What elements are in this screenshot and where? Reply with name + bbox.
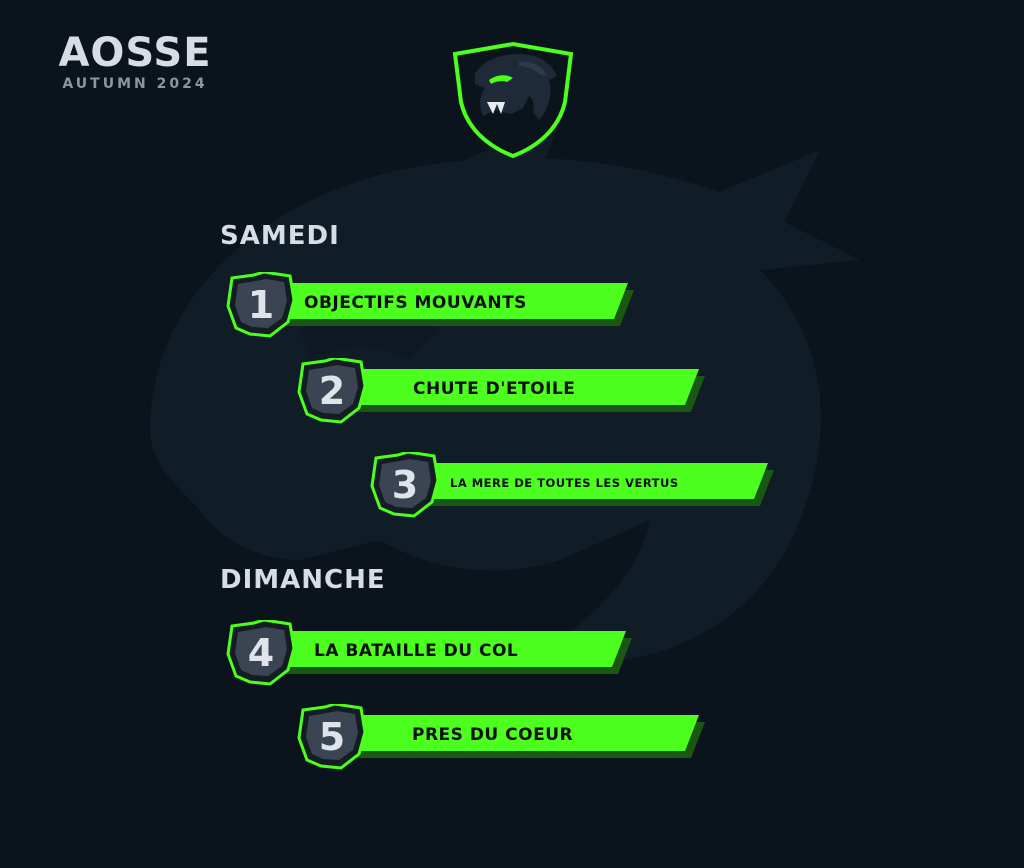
day-heading-dimanche: DIMANCHE: [220, 565, 386, 595]
mission-number-badge: 4: [226, 620, 296, 686]
mission-title: LA BATAILLE DU COL: [314, 641, 519, 661]
brand-title: AOSSE: [58, 30, 212, 76]
mission-number-badge: 5: [297, 704, 367, 770]
mission-item[interactable]: LA MERE DE TOUTES LES VERTUS 3: [370, 452, 780, 518]
mission-banner: [274, 631, 632, 674]
mission-banner: [345, 715, 705, 758]
mission-title: LA MERE DE TOUTES LES VERTUS: [450, 476, 679, 490]
mission-number: 5: [318, 715, 346, 759]
mission-number: 3: [391, 463, 419, 507]
mission-number-badge: 3: [370, 452, 440, 518]
brand-subtitle: AUTUMN 2024: [62, 76, 208, 92]
mission-title: PRES DU COEUR: [412, 725, 574, 745]
mission-number: 2: [318, 369, 346, 413]
mission-banner: [345, 369, 705, 412]
mission-banner: [274, 283, 634, 326]
mission-item[interactable]: LA BATAILLE DU COL 4: [226, 620, 636, 686]
mission-number-badge: 2: [297, 358, 367, 424]
mission-number: 4: [247, 631, 275, 675]
mission-item[interactable]: CHUTE D'ETOILE 2: [297, 358, 707, 424]
mission-number-badge: 1: [226, 272, 296, 338]
mission-number: 1: [247, 283, 275, 327]
mission-item[interactable]: OBJECTIFS MOUVANTS 1: [226, 272, 636, 338]
mission-banner: [418, 463, 774, 506]
mission-title: CHUTE D'ETOILE: [413, 379, 576, 399]
mission-item[interactable]: PRES DU COEUR 5: [297, 704, 707, 770]
panther-shield-icon: [452, 41, 574, 159]
brand-block: AOSSE AUTUMN 2024: [30, 30, 240, 92]
day-heading-samedi: SAMEDI: [220, 221, 340, 251]
mission-title: OBJECTIFS MOUVANTS: [304, 293, 527, 313]
